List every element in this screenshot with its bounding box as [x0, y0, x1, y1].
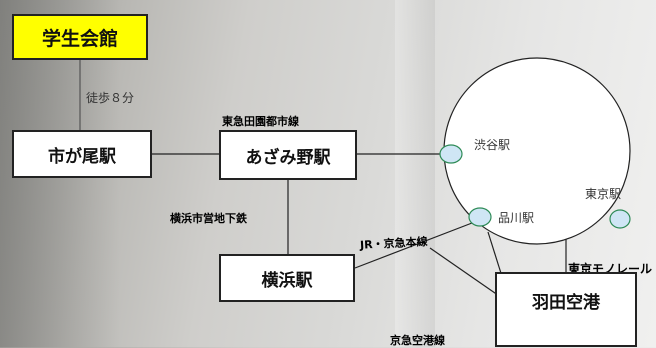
student-hall-box[interactable]: 学生会館 — [12, 14, 148, 60]
walk-label: 徒歩８分 — [86, 91, 135, 105]
denentoshi-line-label: 東急田園都市線 — [222, 115, 299, 128]
jr-keikyu-connector — [354, 222, 473, 269]
ichigao-station-label: 市が尾駅 — [48, 146, 116, 167]
shinagawa-node[interactable] — [468, 207, 492, 227]
tokyo-node[interactable] — [609, 209, 631, 229]
azamino-station-box[interactable]: あざみ野駅 — [219, 130, 357, 180]
keikyu-airport-line-label: 京急空港線 — [390, 334, 445, 347]
shibuya-station-label: 渋谷駅 — [474, 138, 511, 152]
shibuya-node[interactable] — [439, 144, 463, 164]
haneda-airport-label: 羽田空港 — [532, 293, 600, 313]
student-hall-label: 学生会館 — [41, 27, 118, 50]
yokohama-station-box[interactable]: 横浜駅 — [219, 254, 355, 302]
azamino-station-label: あざみ野駅 — [245, 147, 331, 168]
yokohama-station-label: 横浜駅 — [261, 270, 313, 291]
shinagawa-station-label: 品川駅 — [498, 211, 535, 225]
keikyu-airport-branch — [429, 247, 506, 301]
subway-line-label: 横浜市営地下鉄 — [170, 212, 247, 225]
haneda-airport-box[interactable]: 羽田空港 — [495, 272, 637, 347]
tokyo-station-label: 東京駅 — [585, 187, 622, 201]
ichigao-station-box[interactable]: 市が尾駅 — [12, 130, 152, 178]
